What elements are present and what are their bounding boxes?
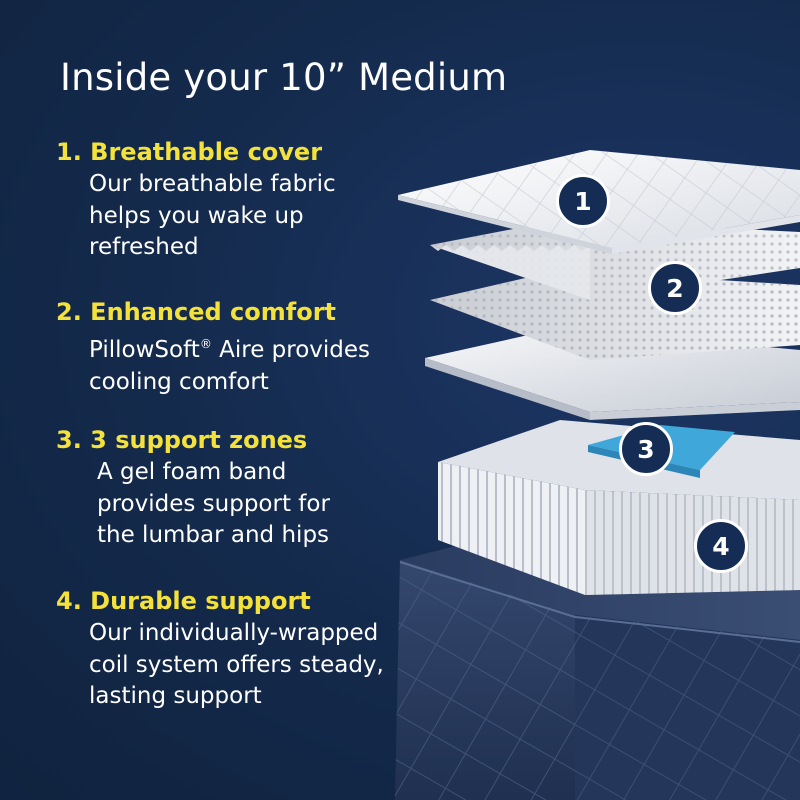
feature-heading: 2. Enhanced comfort — [56, 298, 337, 326]
feature-description: Our individually-wrapped coil system off… — [89, 618, 384, 713]
registered-mark: ® — [199, 337, 212, 351]
description-line: helps you wake up — [89, 202, 304, 229]
description-line: PillowSoft® Aire provides — [89, 329, 370, 367]
comfort-foam-layer — [430, 220, 800, 360]
feature-heading: 1. Breathable cover — [56, 138, 323, 166]
description-line: Our individually-wrapped — [89, 620, 379, 646]
description-line: lasting support — [89, 683, 262, 709]
feature-support-zones: 3. 3 support zones A gel foam band provi… — [56, 425, 330, 552]
description-line: refreshed — [89, 234, 199, 260]
feature-breathable-cover: 1. Breathable cover Our breathable fabri… — [56, 137, 336, 264]
feature-heading: 4. Durable support — [56, 587, 311, 615]
description-line: Our breathable fabric — [89, 171, 336, 197]
description-line: coil system offers steady, — [89, 651, 384, 678]
layer-badge-4: 4 — [694, 519, 748, 573]
feature-heading: 3. 3 support zones — [56, 426, 308, 454]
coil-support-layer — [438, 420, 800, 595]
description-text: Aire provides — [211, 337, 371, 363]
page-title: Inside your 10” Medium — [60, 56, 508, 99]
layer-badge-1: 1 — [556, 174, 610, 228]
description-line: A gel foam band — [97, 459, 287, 485]
brand-name: PillowSoft — [89, 337, 200, 363]
feature-description: A gel foam band provides support for the… — [97, 457, 330, 552]
description-line: cooling comfort — [89, 368, 269, 395]
layer-badge-3: 3 — [619, 422, 673, 476]
feature-enhanced-comfort: 2. Enhanced comfort PillowSoft® Aire pro… — [56, 297, 370, 398]
description-line: the lumbar and hips — [97, 522, 330, 548]
feature-description: PillowSoft® Aire provides cooling comfor… — [89, 329, 370, 398]
feature-description: Our breathable fabric helps you wake up … — [89, 169, 336, 264]
description-line: provides support for — [97, 490, 330, 517]
layer-badge-2: 2 — [648, 261, 702, 315]
feature-durable-support: 4. Durable support Our individually-wrap… — [56, 586, 384, 713]
